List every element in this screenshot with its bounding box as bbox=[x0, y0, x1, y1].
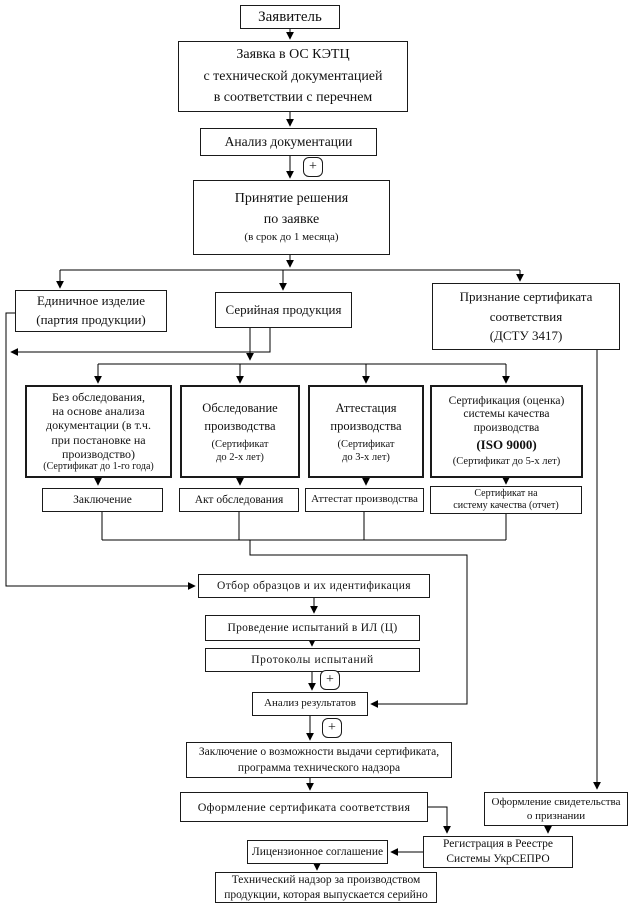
node-license-agreement: Лицензионное соглашение bbox=[247, 840, 388, 864]
node-sampling: Отбор образцов и их идентификация bbox=[198, 574, 430, 598]
node-applicant: Заявитель bbox=[240, 5, 340, 29]
node-quality-system-cert: Сертификация (оценка) системы качества п… bbox=[430, 385, 583, 478]
node-production-attestation: Аттестация производства (Сертификат до 3… bbox=[308, 385, 424, 478]
production-attestation-label: Аттестация производства bbox=[330, 400, 402, 434]
decision-label: Принятие решения по заявке bbox=[234, 191, 349, 227]
node-attestation-certificate: Аттестат производства bbox=[305, 488, 424, 512]
edge-serial-left-rail bbox=[10, 328, 271, 356]
node-doc-analysis: Анализ документации bbox=[200, 128, 377, 156]
node-serial-production: Серийная продукция bbox=[215, 292, 352, 328]
without-survey-label: Без обследования, на основе анализа доку… bbox=[46, 389, 151, 462]
node-production-survey: Обследование производства (Сертификат до… bbox=[180, 385, 300, 478]
edge-collector-results-analysis bbox=[249, 540, 468, 708]
node-conclusion: Заключение bbox=[42, 488, 163, 512]
node-testing: Проведение испытаний в ИЛ (Ц) bbox=[205, 615, 420, 641]
quality-system-cert-label: Сертификация (оценка) системы качества п… bbox=[448, 395, 565, 434]
decision-note: (в срок до 1 месяца) bbox=[244, 230, 339, 243]
node-decision: Принятие решения по заявке (в срок до 1 … bbox=[193, 180, 390, 255]
production-survey-note: (Сертификат до 2-х лет) bbox=[211, 439, 269, 463]
node-recognition-certificate-issue: Оформление свидетельства о признании bbox=[484, 792, 628, 826]
edge-cert-issue-registry bbox=[428, 806, 451, 834]
quality-system-cert-note: (Сертификат до 5-х лет) bbox=[452, 455, 561, 467]
node-application: Заявка в ОС КЭТЦ с технической документа… bbox=[178, 41, 408, 112]
node-recognition: Признание сертификата соответствия (ДСТУ… bbox=[432, 283, 620, 350]
node-certificate-issue: Оформление сертификата соответствия bbox=[180, 792, 428, 822]
without-survey-note: (Сертификат до 1-го года) bbox=[43, 461, 154, 473]
node-single-item: Единичное изделие (партия продукции) bbox=[15, 290, 167, 332]
node-without-survey: Без обследования, на основе анализа доку… bbox=[25, 385, 172, 478]
node-registry: Регистрация в Реестре Системы УкрСЕПРО bbox=[423, 836, 573, 868]
plus-junction-icon: + bbox=[322, 718, 342, 738]
node-results-analysis: Анализ результатов bbox=[252, 692, 368, 716]
plus-junction-icon: + bbox=[303, 157, 323, 177]
edge-single-item-sampling bbox=[5, 312, 196, 590]
node-quality-system-certificate: Сертификат на систему качества (отчет) bbox=[430, 486, 582, 514]
plus-junction-icon: + bbox=[320, 670, 340, 690]
production-attestation-note: (Сертификат до 3-х лет) bbox=[337, 439, 395, 463]
node-tech-supervision: Технический надзор за производством прод… bbox=[215, 872, 437, 903]
node-issue-conclusion: Заключение о возможности выдачи сертифик… bbox=[186, 742, 452, 778]
node-protocols: Протоколы испытаний bbox=[205, 648, 420, 672]
production-survey-label: Обследование производства bbox=[202, 400, 278, 434]
node-survey-act: Акт обследования bbox=[179, 488, 299, 512]
quality-system-cert-iso: (ISO 9000) bbox=[476, 436, 537, 452]
